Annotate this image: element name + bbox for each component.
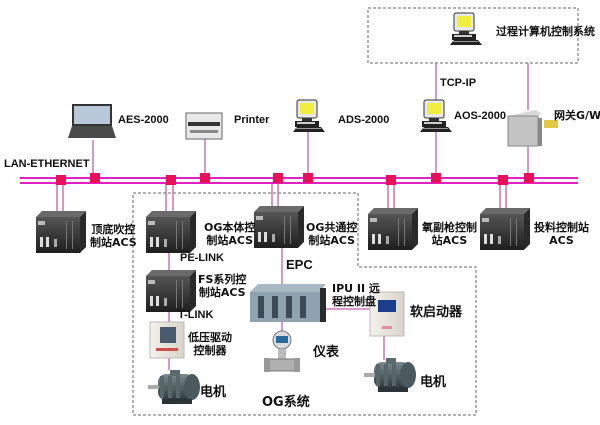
t-link-label: T-LINK: [178, 309, 214, 321]
epc-label: EPC: [286, 257, 313, 272]
dingdi-station-label: 顶底吹控 制站ACS: [90, 223, 137, 249]
og-system-title: OG系统: [262, 395, 310, 410]
oxygen-lance-station-icon: [368, 208, 418, 250]
gateway-icon: [507, 110, 558, 147]
process-system-boundary: [367, 7, 579, 64]
oxygen-lance-station-label: 氧副枪控制 站ACS: [422, 221, 477, 247]
motor-2-icon: [364, 358, 416, 392]
aos-workstation-icon: [419, 99, 453, 133]
tcp-ip-label: TCP-IP: [440, 77, 477, 89]
aes-label: AES-2000: [118, 114, 169, 126]
process-system-label: 过程计算机控制系统: [496, 25, 595, 38]
instrument-label: 仪表: [313, 345, 340, 360]
og-common-station-icon: [254, 206, 304, 248]
low-voltage-drive-icon: [149, 321, 185, 359]
motor-1-icon: [148, 370, 200, 404]
lan-ethernet-label: LAN-ETHERNET: [4, 158, 90, 170]
process-computer-icon: [449, 12, 483, 46]
ads-workstation-icon: [292, 99, 326, 133]
printer-label: Printer: [234, 114, 270, 126]
og-body-station-icon: [146, 211, 196, 253]
pe-link-label: PE-LINK: [180, 252, 224, 264]
ipu-label: IPU II 远 程控制盘: [332, 282, 380, 308]
bus-nodes: [56, 173, 534, 185]
og-common-station-label: OG共通控 制站ACS: [306, 221, 358, 247]
laptop-icon: [68, 104, 116, 138]
dingdi-station-icon: [36, 211, 86, 253]
network-links: [56, 63, 529, 370]
fs-station-label: FS系列控 制站ACS: [198, 273, 247, 299]
instrument-flowmeter-icon: [264, 330, 300, 372]
og-body-station-label: OG本体控 制站ACS: [204, 221, 256, 247]
epc-controller-icon: [250, 284, 326, 322]
lan-ethernet-bus: [20, 177, 578, 184]
motor-2-label: 电机: [420, 375, 447, 390]
soft-starter-icon: [369, 291, 405, 337]
feeding-station-icon: [480, 208, 530, 250]
ads-label: ADS-2000: [338, 114, 390, 126]
gateway-label: 网关G/W: [554, 109, 600, 122]
motor-1-label: 电机: [200, 385, 227, 400]
soft-starter-label: 软启动器: [410, 305, 463, 320]
feeding-station-label: 投料控制站 ACS: [534, 221, 589, 247]
lv-drive-label: 低压驱动 控制器: [188, 331, 232, 357]
fs-station-icon: [146, 270, 196, 312]
og-system-boundary: [132, 192, 477, 416]
printer-icon: [185, 112, 223, 140]
aos-label: AOS-2000: [454, 110, 506, 122]
